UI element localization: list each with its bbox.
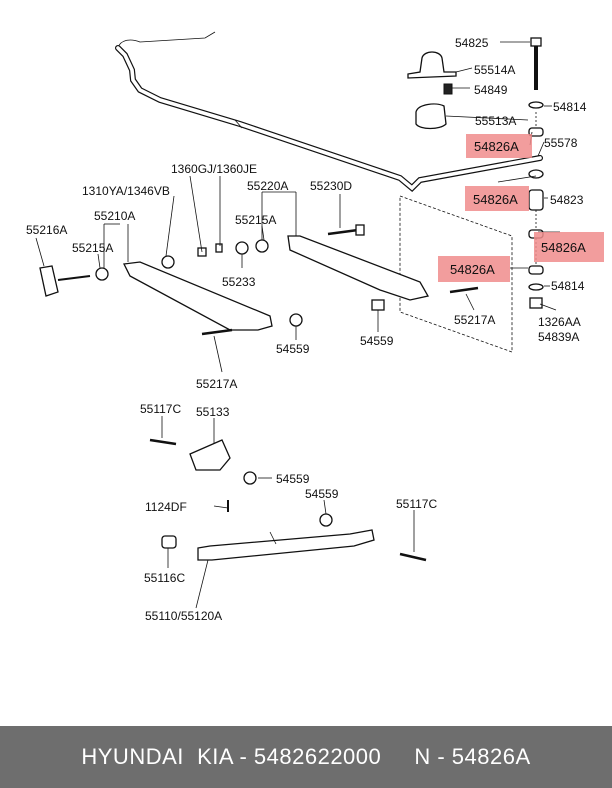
link-stack <box>528 37 544 309</box>
label-54839A: 54839A <box>538 330 579 344</box>
label-55215A-right: 55215A <box>235 213 276 227</box>
bushing-bracket <box>407 51 457 130</box>
label-54559-b: 54559 <box>360 334 394 348</box>
label-55513A: 55513A <box>475 114 516 128</box>
upper-arms <box>39 224 479 336</box>
label-55110-55120A: 55110/55120A <box>145 609 222 623</box>
label-55514A: 55514A <box>474 63 515 77</box>
footer-bar: HYUNDAI KIA - 5482622000 N - 54826A <box>0 726 612 788</box>
svg-text:54826A: 54826A <box>450 262 495 277</box>
label-54825: 54825 <box>455 36 489 50</box>
label-55215A-left: 55215A <box>72 241 113 255</box>
label-55230D: 55230D <box>310 179 352 193</box>
parts-diagram: 54826A 54826A 54826A 54826A 54825 55514A… <box>26 31 604 623</box>
label-54559-a: 54559 <box>276 342 310 356</box>
label-55117C-lower: 55117C <box>396 497 437 511</box>
svg-text:54826A: 54826A <box>473 192 518 207</box>
label-55220A: 55220A <box>247 179 288 193</box>
label-55217A-left: 55217A <box>196 377 237 391</box>
label-54814-lower: 54814 <box>551 279 585 293</box>
label-55210A: 55210A <box>94 209 135 223</box>
label-54814-upper: 54814 <box>553 100 587 114</box>
label-1310YA-1346VB: 1310YA/1346VB <box>82 184 170 198</box>
label-54559-d: 54559 <box>305 487 339 501</box>
highlight-54826A-1: 54826A <box>466 134 532 158</box>
label-1360GJ-1360JE: 1360GJ/1360JE <box>171 162 257 176</box>
lower-assembly <box>149 438 427 562</box>
label-55117C-upper: 55117C <box>140 402 181 416</box>
label-55233: 55233 <box>222 275 256 289</box>
label-1326AA: 1326AA <box>538 315 581 329</box>
label-54823: 54823 <box>550 193 584 207</box>
highlight-54826A-2: 54826A <box>465 186 529 211</box>
stabilizer-bar <box>115 31 543 193</box>
label-1124DF: 1124DF <box>145 500 187 514</box>
label-55133: 55133 <box>196 405 230 419</box>
label-55578: 55578 <box>544 136 578 150</box>
label-55217A-right: 55217A <box>454 313 495 327</box>
label-54849: 54849 <box>474 83 508 97</box>
assembly-frame <box>399 195 513 353</box>
footer-part-number-text: HYUNDAI KIA - 5482622000 N - 54826A <box>81 744 531 769</box>
label-55216A: 55216A <box>26 223 67 237</box>
label-55116C: 55116C <box>144 571 185 585</box>
label-54559-c: 54559 <box>276 472 310 486</box>
highlight-54826A-4: 54826A <box>438 256 510 282</box>
svg-text:54826A: 54826A <box>474 139 519 154</box>
svg-text:54826A: 54826A <box>541 240 586 255</box>
highlight-54826A-3: 54826A <box>534 232 604 262</box>
